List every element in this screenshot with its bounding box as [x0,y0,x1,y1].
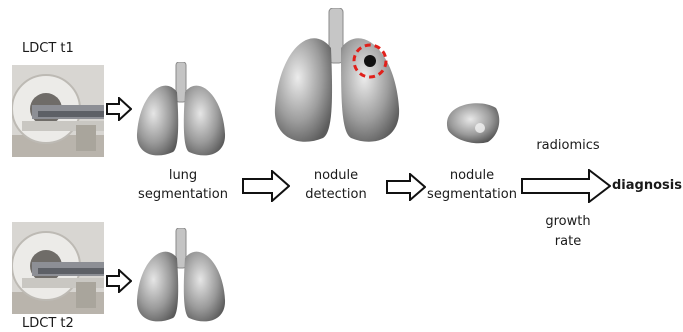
ct-scanner-photo-t1 [12,65,104,157]
ct-scanner-photo-t2 [12,222,104,314]
nodule-segmentation-line1: nodule [418,168,526,184]
lungs-nodule-detection [271,8,403,158]
growth-rate-line1: growth [528,214,608,230]
nodule-detection-line1: nodule [286,168,386,184]
growth-rate-line2: rate [528,234,608,250]
arrow-scan-t2-to-lungs [106,269,132,293]
ldct-t2-label: LDCT t2 [22,316,82,332]
growth-rate-label: growth rate [528,214,608,250]
nodule-detection-line2: detection [286,187,386,203]
lungs-segmented-t1 [133,62,229,162]
diagnosis-label: diagnosis [612,178,683,194]
arrow-to-nodule-detection [242,170,290,202]
lung-segmentation-label: lung segmentation [128,168,238,203]
nodule-segmentation-label: nodule segmentation [418,168,526,203]
nodule-detection-label: nodule detection [286,168,386,203]
radiomics-label: radiomics [528,138,608,154]
nodule-segmented-image [444,100,504,146]
nodule-segmentation-line2: segmentation [418,187,526,203]
lung-segmentation-line2: segmentation [128,187,238,203]
lungs-segmented-t2 [133,228,229,328]
lung-segmentation-line1: lung [128,168,238,184]
ldct-t1-label: LDCT t1 [22,41,82,57]
arrow-scan-t1-to-lungs [106,97,132,121]
arrow-to-diagnosis [521,169,611,203]
